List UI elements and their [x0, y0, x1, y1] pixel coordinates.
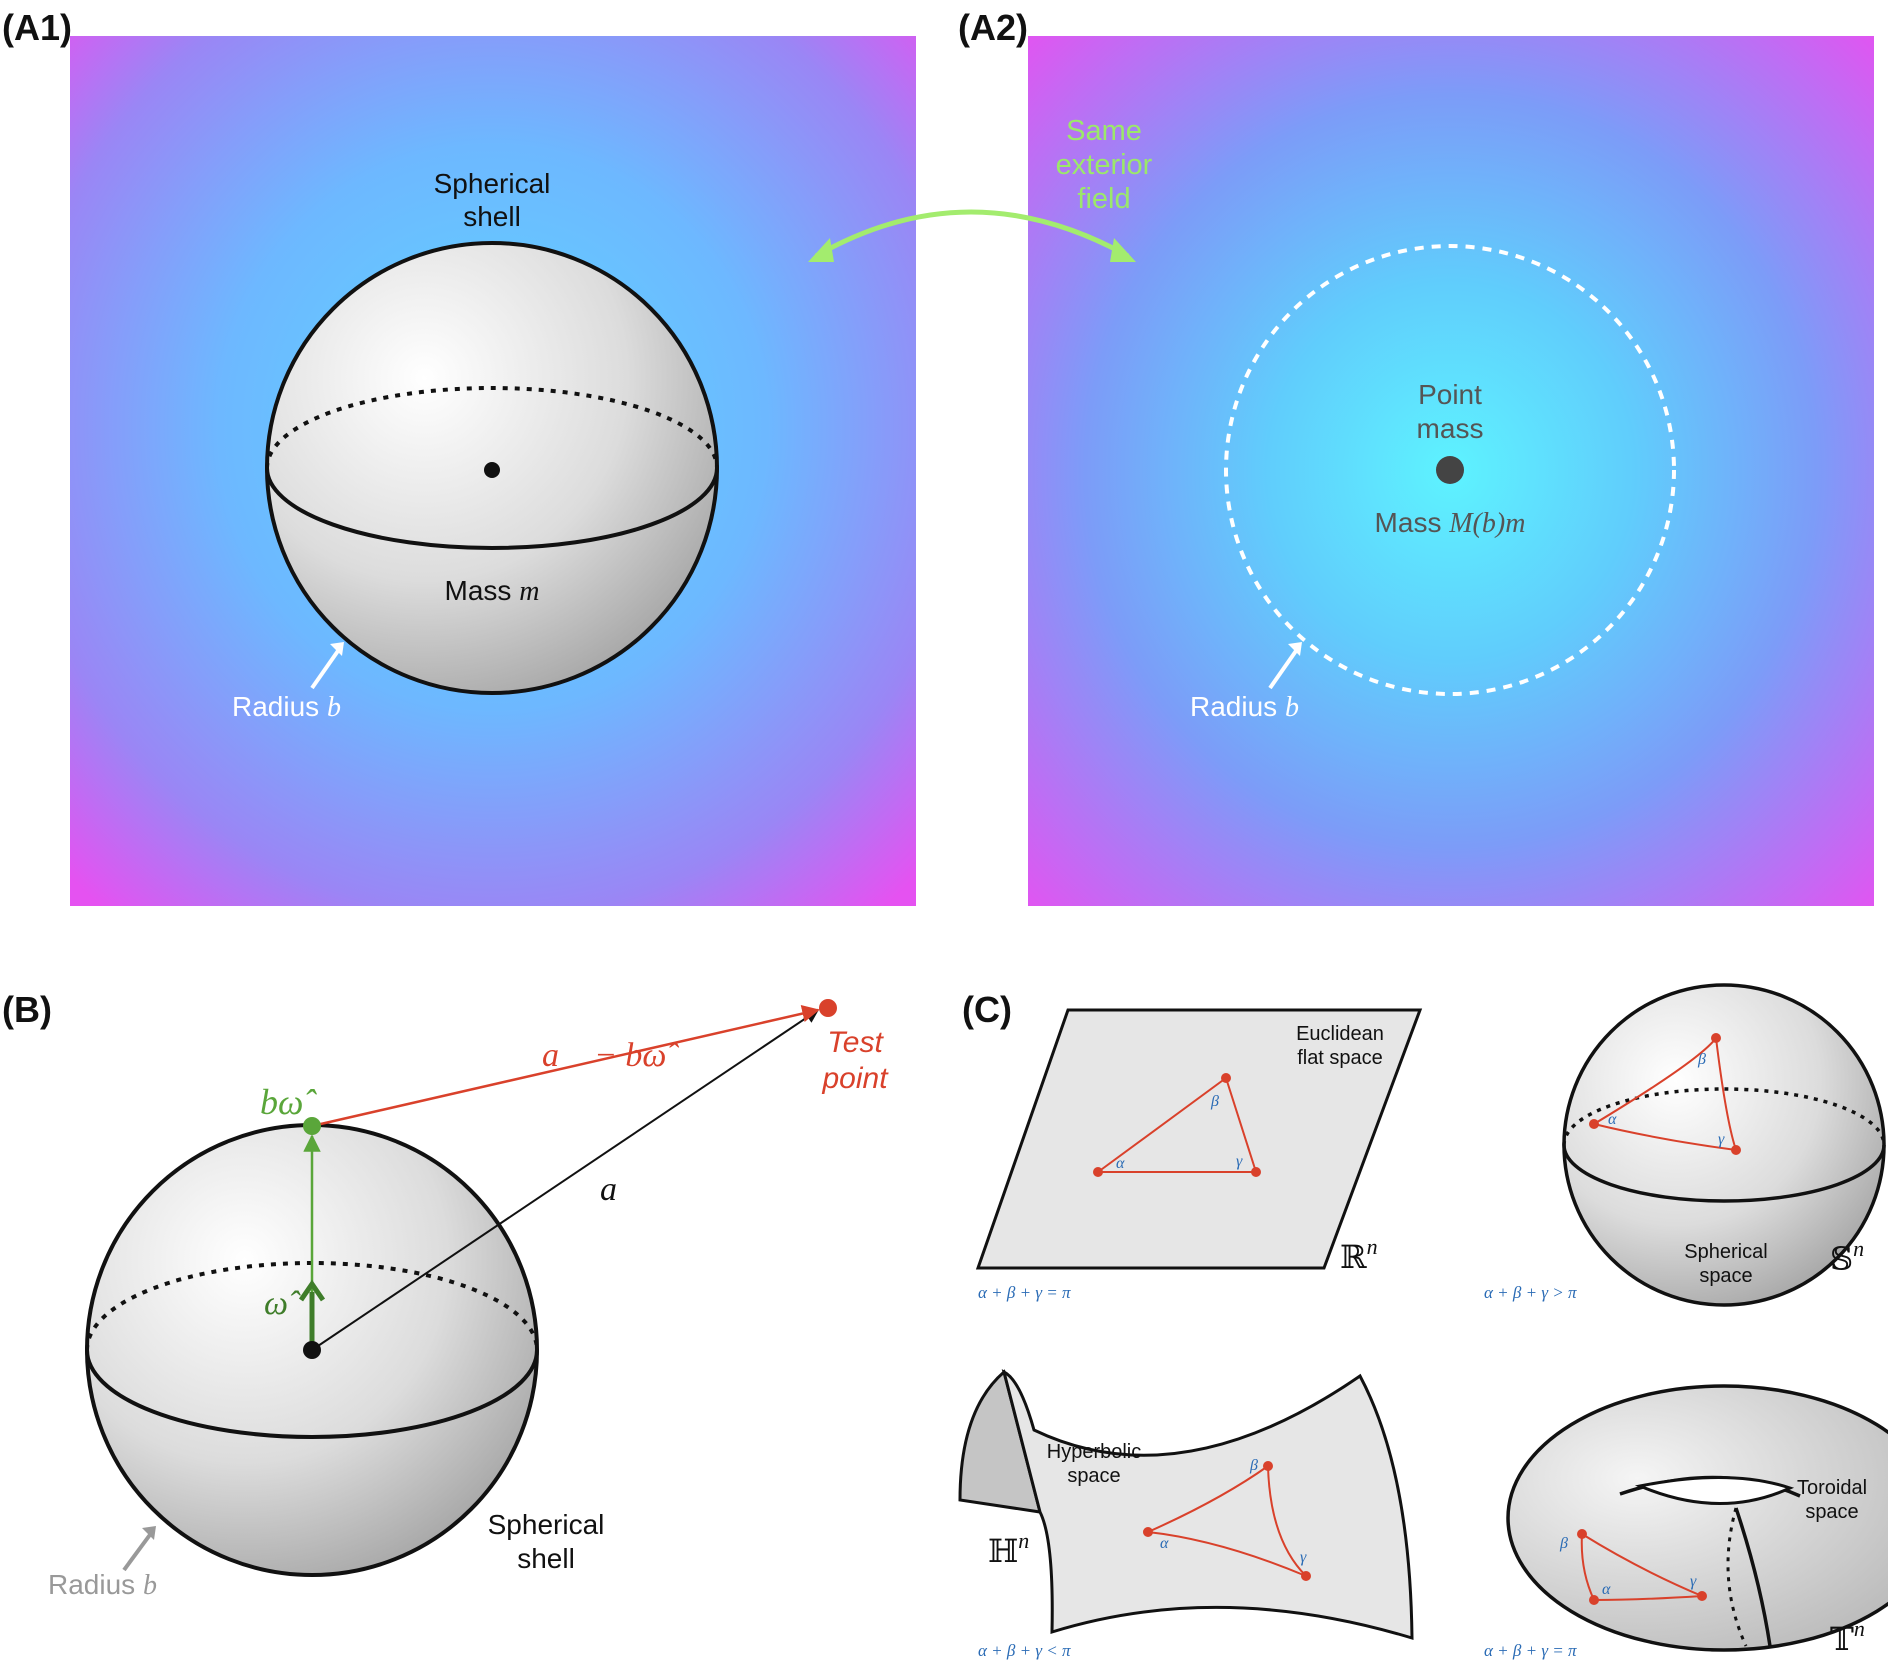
hyper-triangle	[1144, 1464, 1307, 1577]
hyp-alpha: α	[1160, 1535, 1169, 1552]
mass-label-a2: Mass M(b)m	[1375, 507, 1526, 539]
vector-a-minus-b-omega	[311, 1004, 820, 1128]
sphere-angle-rule: α + β + γ > π	[1484, 1283, 1577, 1302]
angle-alpha: α	[1116, 1155, 1125, 1172]
point-label-line1: Point	[1418, 379, 1482, 410]
toroidal-space: α β γ Toroidal space 𝕋n α + β + γ = π	[1484, 1384, 1888, 1660]
radius-arrowhead-a2	[1288, 642, 1302, 656]
test-point-label-line1: Test	[827, 1026, 884, 1059]
torus-angle-rule: α + β + γ = π	[1484, 1641, 1577, 1660]
sph-beta: β	[1697, 1051, 1706, 1068]
torus-surface	[1506, 1384, 1888, 1652]
tor-alpha: α	[1602, 1581, 1611, 1598]
torus-triangle	[1580, 1532, 1703, 1602]
torus-symbol: 𝕋n	[1830, 1616, 1865, 1658]
euclid-angle-rule: α + β + γ = π	[978, 1283, 1071, 1302]
panel-c-label: (C)	[962, 989, 1012, 1030]
saddle-surface	[1001, 1369, 1414, 1641]
surface-point-dot	[303, 1117, 321, 1135]
radius-arrow-a2	[1268, 646, 1300, 690]
link-label-line2: exterior	[1056, 149, 1153, 181]
link-label-line1: Same	[1066, 115, 1142, 147]
vec-a-label: a⃗	[600, 1171, 643, 1208]
sph-alpha: α	[1608, 1111, 1617, 1128]
sphere-triangle	[1591, 1035, 1738, 1152]
shell-equator-front	[265, 467, 719, 550]
shell-label-line1: Spherical	[434, 168, 551, 199]
double-arrow-curve	[814, 209, 1130, 259]
same-field-link: Same exterior field	[808, 115, 1153, 262]
euclid-label-line2: flat space	[1297, 1047, 1383, 1069]
radius-arrow-a1	[310, 646, 342, 690]
shell-b-equator-back	[85, 1261, 539, 1351]
panel-a1-label: (A1)	[2, 7, 72, 48]
double-arrow-right-head	[1110, 238, 1136, 262]
point-mass-dot	[1436, 456, 1464, 484]
test-point-dot	[819, 999, 837, 1017]
omega-unit-arrowhead	[298, 1279, 326, 1302]
b-omega-label: bω̂	[260, 1082, 317, 1122]
radius-label-a1: Radius b	[232, 691, 341, 723]
shell-b-equator-front	[85, 1349, 539, 1439]
hyp-beta: β	[1249, 1457, 1258, 1474]
euclid-symbol: ℝn	[1340, 1234, 1378, 1276]
radius-arrow-b	[122, 1530, 154, 1572]
hyp-gamma: γ	[1300, 1549, 1307, 1566]
hyperbolic-space: α β γ Hyperbolic space ℍn α + β + γ < π	[958, 1369, 1414, 1660]
double-arrow-left-head	[808, 238, 834, 262]
sph-gamma: γ	[1718, 1131, 1725, 1148]
torus-meridian-back	[1726, 1507, 1748, 1647]
sphere-equator-back	[1562, 1087, 1886, 1146]
tor-gamma: γ	[1690, 1573, 1697, 1590]
hyper-label-line2: space	[1067, 1465, 1120, 1487]
link-label-line3: field	[1077, 183, 1130, 215]
flat-triangle	[1094, 1076, 1258, 1173]
sphere-label-line1: Spherical	[1684, 1241, 1767, 1263]
sphere-symbol: 𝕊n	[1830, 1236, 1864, 1278]
shell-b-label-line1: Spherical	[488, 1509, 605, 1540]
shell-equator-back	[265, 386, 719, 469]
euclid-label-line1: Euclidean	[1296, 1023, 1384, 1045]
shell-label-line2: shell	[463, 201, 521, 232]
shell-center-dot	[484, 462, 500, 478]
panel-a2: (A2) Point mass Mass M(b)m Radius b	[958, 7, 1874, 906]
radius-label-a2: Radius b	[1190, 691, 1299, 723]
angle-beta: β	[1210, 1093, 1219, 1110]
panel-b-label: (B)	[2, 989, 52, 1030]
point-label-line2: mass	[1417, 413, 1484, 444]
tor-beta: β	[1559, 1535, 1568, 1552]
torus-hole	[1634, 1475, 1795, 1505]
hyper-angle-rule: α + β + γ < π	[978, 1641, 1071, 1660]
panel-b: (B) a⃗ − bω̂ Test point a⃗ bω̂ ω̂ Spheri…	[2, 989, 889, 1601]
radius-label-b: Radius b	[48, 1569, 157, 1601]
test-point-label-line2: point	[821, 1062, 889, 1095]
sphere-equator-front	[1562, 1144, 1886, 1203]
radius-arrowhead-a1	[330, 642, 344, 656]
sphere-label-line2: space	[1699, 1265, 1752, 1287]
angle-gamma: γ	[1236, 1153, 1243, 1170]
saddle-back-edge	[958, 1369, 1043, 1514]
radius-dashed-circle	[1224, 244, 1676, 696]
torus-label-line1: Toroidal	[1797, 1477, 1867, 1499]
shell-b-label-line2: shell	[517, 1543, 575, 1574]
euclidean-space: α β γ Euclidean flat space ℝn α + β + γ …	[975, 1008, 1423, 1302]
panel-a2-label: (A2)	[958, 7, 1028, 48]
flat-plane	[975, 1008, 1423, 1270]
torus-label-line2: space	[1805, 1501, 1858, 1523]
mass-label-a1: Mass m	[445, 575, 540, 607]
torus-meridian-front	[1734, 1507, 1772, 1647]
shell-b-center-dot	[303, 1341, 321, 1359]
radius-arrowhead-b	[142, 1526, 156, 1540]
hyper-symbol: ℍn	[988, 1528, 1029, 1570]
panel-a1: (A1) Spherical shell Mass m Radius b	[2, 7, 916, 906]
spherical-space: α β γ Spherical space 𝕊n α + β + γ > π	[1484, 983, 1886, 1307]
panel-c: (C) α β γ Euclidean flat space ℝn α + β …	[958, 983, 1888, 1660]
hyper-label-line1: Hyperbolic	[1047, 1441, 1141, 1463]
vec-diff-label: a⃗ − bω̂	[542, 1037, 679, 1074]
vector-a	[311, 1009, 820, 1351]
